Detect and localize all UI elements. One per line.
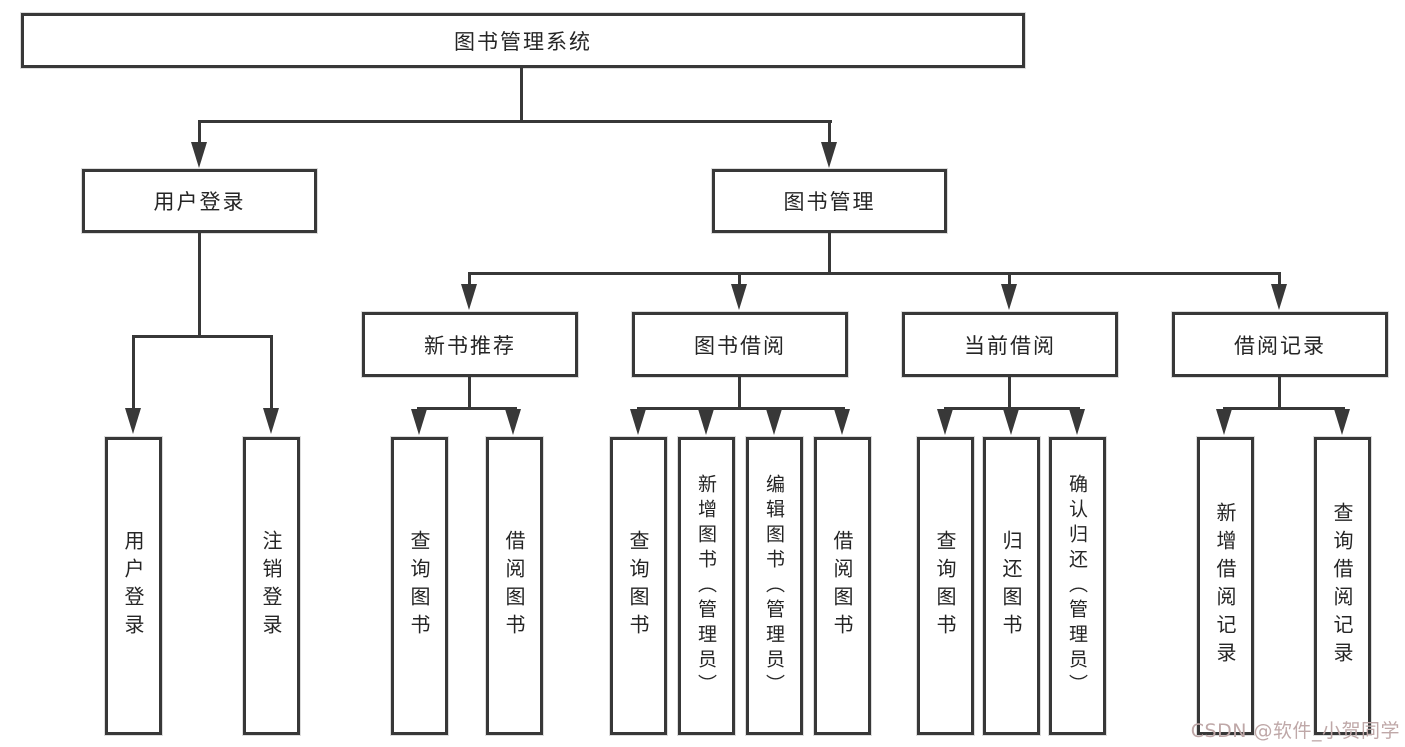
arrowhead-book-borrow (731, 284, 747, 310)
connector-stub-current-borrow (1008, 272, 1011, 288)
arrowhead-edit-books (766, 409, 782, 435)
connector-borrow-records-stem (1278, 377, 1281, 409)
arrowhead-add-borrow-record (1216, 409, 1232, 435)
leaf-label: 注销登录 (259, 530, 283, 642)
connector-book-management-bar (468, 272, 1281, 275)
arrowhead-borrow-records (1271, 284, 1287, 310)
node-label: 借阅记录 (1234, 333, 1326, 358)
connector-current-borrow-stem (1008, 377, 1011, 409)
node-label: 用户登录 (153, 190, 246, 214)
node-label: 新书推荐 (424, 333, 516, 358)
arrowhead-query-books-1 (411, 409, 427, 435)
leaf-user-login: 用户登录 (105, 437, 162, 735)
arrowhead-confirm-return (1069, 409, 1085, 435)
arrowhead-logout-leaf (263, 408, 279, 434)
connector-borrow-records-bar (1223, 407, 1345, 410)
arrowhead-current-borrow (1001, 284, 1017, 310)
watermark-text: CSDN @软件_小贺同学 (1190, 720, 1400, 742)
leaf-add-borrow-record: 新增借阅记录 (1197, 437, 1254, 735)
leaf-logout: 注销登录 (243, 437, 300, 735)
connector-stub-user-login (198, 120, 201, 144)
leaf-query-borrow-record: 查询借阅记录 (1314, 437, 1371, 735)
connector-root-bar (198, 120, 832, 123)
node-library-management-system: 图书管理系统 (21, 13, 1025, 68)
leaf-add-books-admin: 新增图书（管理员） (678, 437, 735, 735)
leaf-label: 确认归还（管理员） (1066, 473, 1088, 699)
node-label: 当前借阅 (964, 333, 1056, 358)
node-borrow-records: 借阅记录 (1172, 312, 1388, 377)
leaf-confirm-return-admin: 确认归还（管理员） (1049, 437, 1106, 735)
connector-book-borrow-bar (637, 407, 845, 410)
node-label: 图书管理 (783, 190, 876, 214)
leaf-query-books-1: 查询图书 (391, 437, 448, 735)
leaf-label: 查询图书 (407, 530, 431, 642)
leaf-label: 查询图书 (933, 530, 957, 642)
connector-stub-login-leaf (132, 335, 135, 412)
connector-stub-book-borrow (738, 272, 741, 288)
connector-stub-book-management (828, 120, 831, 144)
node-book-borrow: 图书借阅 (632, 312, 848, 377)
arrowhead-query-books-2 (630, 409, 646, 435)
leaf-label: 归还图书 (999, 530, 1023, 642)
leaf-borrow-books-2: 借阅图书 (814, 437, 871, 735)
connector-stub-borrow-records (1278, 272, 1281, 288)
arrowhead-return-books (1003, 409, 1019, 435)
node-new-book-recommend: 新书推荐 (362, 312, 578, 377)
leaf-label: 查询借阅记录 (1330, 502, 1354, 670)
node-book-management: 图书管理 (712, 169, 947, 233)
connector-new-book-stem (468, 377, 471, 409)
arrowhead-query-borrow-record (1334, 409, 1350, 435)
node-label: 图书管理系统 (454, 29, 592, 54)
connector-root-stem (520, 68, 523, 120)
leaf-edit-books-admin: 编辑图书（管理员） (746, 437, 803, 735)
leaf-label: 借阅图书 (830, 530, 854, 642)
node-current-borrow: 当前借阅 (902, 312, 1118, 377)
leaf-label: 用户登录 (121, 530, 145, 642)
leaf-query-books-2: 查询图书 (610, 437, 667, 735)
leaf-label: 编辑图书（管理员） (763, 473, 785, 699)
arrowhead-query-books-3 (937, 409, 953, 435)
leaf-label: 新增借阅记录 (1213, 502, 1237, 670)
connector-stub-new-book (468, 272, 471, 288)
connector-new-book-bar (417, 407, 517, 410)
arrowhead-login-leaf (125, 408, 141, 434)
leaf-borrow-books-1: 借阅图书 (486, 437, 543, 735)
arrowhead-borrow-books-1 (505, 409, 521, 435)
leaf-label: 查询图书 (626, 530, 650, 642)
arrowhead-add-books (698, 409, 714, 435)
connector-user-login-bar (132, 335, 273, 338)
arrowhead-book-management (821, 142, 837, 168)
leaf-return-books: 归还图书 (983, 437, 1040, 735)
leaf-label: 借阅图书 (502, 530, 526, 642)
connector-user-login-stem (198, 233, 201, 337)
connector-book-borrow-stem (738, 377, 741, 409)
leaf-query-books-3: 查询图书 (917, 437, 974, 735)
connector-book-management-stem (828, 233, 831, 274)
connector-stub-logout-leaf (270, 335, 273, 412)
node-label: 图书借阅 (694, 333, 786, 358)
node-user-login: 用户登录 (82, 169, 317, 233)
leaf-label: 新增图书（管理员） (695, 473, 717, 699)
connector-current-borrow-bar (944, 407, 1080, 410)
arrowhead-new-book (461, 284, 477, 310)
arrowhead-borrow-books-2 (834, 409, 850, 435)
arrowhead-user-login (191, 142, 207, 168)
